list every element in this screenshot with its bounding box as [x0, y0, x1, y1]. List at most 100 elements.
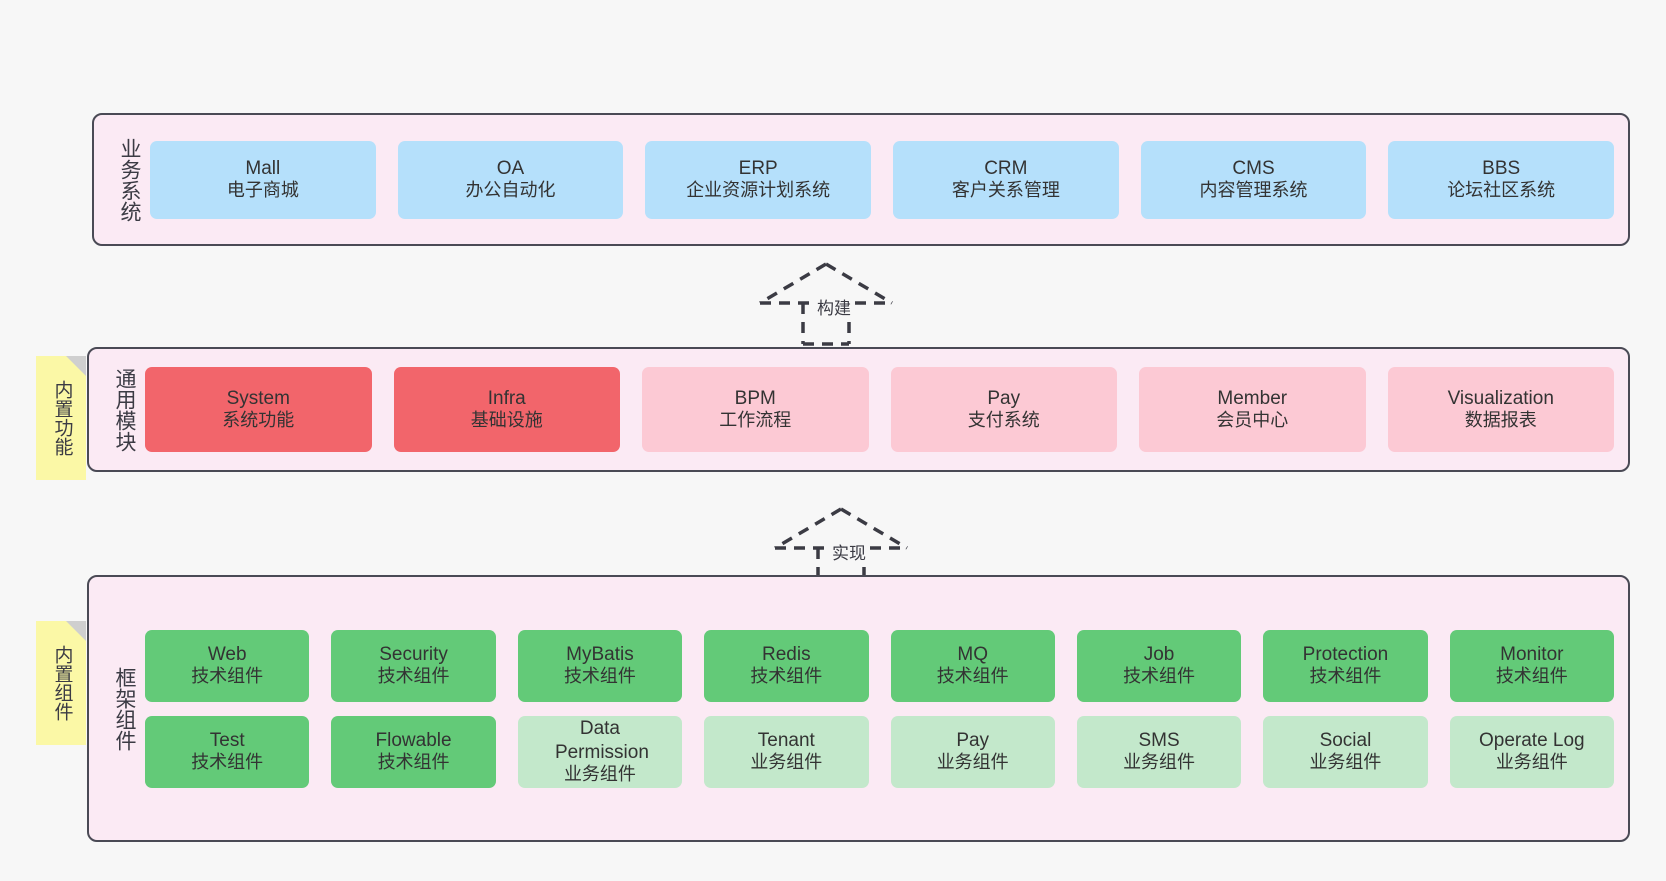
card-subtitle: 技术组件	[750, 666, 823, 687]
card-subtitle: 办公自动化	[465, 180, 556, 201]
connector-build: 构建	[755, 258, 900, 346]
layer-body-common-module: System 系统功能 Infra 基础设施 BPM 工作流程 Pay 支付系统…	[135, 367, 1628, 452]
card-title: Flowable	[375, 729, 452, 751]
note-text: 内置功能	[51, 380, 73, 456]
card-data-permission[interactable]: Data Permission 业务组件	[517, 715, 683, 788]
card-cms[interactable]: CMS 内容管理系统	[1140, 140, 1367, 219]
layer-business-system: 业务系统 Mall 电子商城 OA 办公自动化 ERP 企业资源计划系统 CRM…	[92, 113, 1630, 246]
card-title: Pay	[956, 729, 990, 751]
card-system[interactable]: System 系统功能	[145, 367, 372, 452]
card-subtitle: 企业资源计划系统	[686, 180, 831, 201]
card-title: CRM	[984, 157, 1028, 179]
card-title: Monitor	[1500, 643, 1564, 665]
card-tenant[interactable]: Tenant 业务组件	[704, 715, 869, 788]
card-monitor[interactable]: Monitor 技术组件	[1449, 629, 1614, 702]
card-erp[interactable]: ERP 企业资源计划系统	[645, 140, 872, 219]
card-subtitle: 业务组件	[1123, 752, 1196, 773]
card-title: Infra	[487, 387, 526, 409]
card-title: Mall	[245, 157, 281, 179]
card-row-business: Test 技术组件 Flowable 技术组件 Data Permission …	[145, 715, 1614, 788]
card-title: Data Permission	[554, 718, 649, 763]
card-subtitle: 支付系统	[967, 410, 1040, 431]
card-title: Redis	[762, 643, 811, 665]
card-row: System 系统功能 Infra 基础设施 BPM 工作流程 Pay 支付系统…	[145, 367, 1614, 452]
card-job[interactable]: Job 技术组件	[1076, 629, 1242, 702]
card-sms[interactable]: SMS 业务组件	[1076, 715, 1242, 788]
card-row-tech: Web 技术组件 Security 技术组件 MyBatis 技术组件 Redi…	[145, 629, 1614, 702]
card-pay-module[interactable]: Pay 支付系统	[890, 367, 1117, 452]
card-mall[interactable]: Mall 电子商城	[150, 140, 376, 219]
card-title: Social	[1319, 729, 1372, 751]
layer-body-framework-component: Web 技术组件 Security 技术组件 MyBatis 技术组件 Redi…	[135, 629, 1628, 788]
card-operate-log[interactable]: Operate Log 业务组件	[1449, 715, 1614, 788]
layer-title-business-system: 业务系统	[118, 137, 141, 222]
card-title: Member	[1217, 387, 1288, 409]
card-subtitle: 会员中心	[1216, 410, 1289, 431]
card-title: Test	[209, 729, 245, 751]
card-title: BPM	[734, 387, 776, 409]
note-fold-corner-icon	[66, 356, 86, 376]
card-subtitle: 工作流程	[719, 410, 792, 431]
card-subtitle: 技术组件	[377, 666, 450, 687]
connector-label-build: 构建	[815, 294, 853, 319]
card-mq[interactable]: MQ 技术组件	[890, 629, 1055, 702]
card-subtitle: 技术组件	[936, 666, 1009, 687]
card-subtitle: 业务组件	[1309, 752, 1382, 773]
card-title: System	[226, 387, 290, 409]
card-redis[interactable]: Redis 技术组件	[704, 629, 869, 702]
card-title: Visualization	[1447, 387, 1554, 409]
card-flowable[interactable]: Flowable 技术组件	[331, 715, 496, 788]
connector-label-implement: 实现	[830, 539, 868, 564]
card-subtitle: 系统功能	[222, 410, 295, 431]
card-visualization[interactable]: Visualization 数据报表	[1387, 367, 1614, 452]
card-subtitle: 技术组件	[191, 666, 264, 687]
card-subtitle: 基础设施	[470, 410, 543, 431]
card-subtitle: 技术组件	[1495, 666, 1568, 687]
card-title: CMS	[1232, 157, 1275, 179]
card-social[interactable]: Social 业务组件	[1263, 715, 1428, 788]
card-subtitle: 技术组件	[1309, 666, 1382, 687]
card-title: Tenant	[757, 729, 815, 751]
note-builtin-component: 内置组件	[36, 621, 86, 745]
card-subtitle: 内容管理系统	[1199, 180, 1308, 201]
card-title: MQ	[957, 643, 988, 665]
layer-common-module: 通用模块 System 系统功能 Infra 基础设施 BPM 工作流程 Pay…	[87, 347, 1630, 472]
card-title: Pay	[987, 387, 1021, 409]
card-web[interactable]: Web 技术组件	[145, 629, 310, 702]
card-bpm[interactable]: BPM 工作流程	[642, 367, 869, 452]
card-crm[interactable]: CRM 客户关系管理	[893, 140, 1119, 219]
card-title: BBS	[1482, 157, 1521, 179]
note-fold-corner-icon	[66, 621, 86, 641]
layer-body-business-system: Mall 电子商城 OA 办公自动化 ERP 企业资源计划系统 CRM 客户关系…	[140, 140, 1628, 219]
card-title: Operate Log	[1478, 729, 1585, 751]
card-subtitle: 业务组件	[1495, 752, 1568, 773]
note-builtin-function: 内置功能	[36, 356, 86, 480]
card-infra[interactable]: Infra 基础设施	[393, 367, 620, 452]
card-title: ERP	[738, 157, 778, 179]
card-title: Web	[207, 643, 247, 665]
card-subtitle: 技术组件	[1123, 666, 1196, 687]
layer-title-common-module: 通用模块	[113, 367, 136, 452]
card-subtitle: 论坛社区系统	[1447, 180, 1556, 201]
card-mybatis[interactable]: MyBatis 技术组件	[517, 629, 683, 702]
card-title: OA	[496, 157, 525, 179]
card-bbs[interactable]: BBS 论坛社区系统	[1388, 140, 1615, 219]
layer-title-framework-component: 框架组件	[113, 666, 136, 751]
card-subtitle: 客户关系管理	[951, 180, 1060, 201]
card-subtitle: 技术组件	[377, 752, 450, 773]
card-protection[interactable]: Protection 技术组件	[1263, 629, 1428, 702]
card-title: Security	[379, 643, 448, 665]
card-pay-component[interactable]: Pay 业务组件	[890, 715, 1055, 788]
card-subtitle: 业务组件	[750, 752, 823, 773]
card-title: SMS	[1138, 729, 1180, 751]
card-title: MyBatis	[566, 643, 634, 665]
card-title: Protection	[1302, 643, 1389, 665]
card-subtitle: 数据报表	[1464, 410, 1537, 431]
connector-implement: 实现	[770, 503, 915, 591]
card-test[interactable]: Test 技术组件	[145, 715, 310, 788]
card-subtitle: 电子商城	[226, 180, 299, 201]
card-oa[interactable]: OA 办公自动化	[397, 140, 624, 219]
card-security[interactable]: Security 技术组件	[331, 629, 496, 702]
card-member[interactable]: Member 会员中心	[1139, 367, 1366, 452]
